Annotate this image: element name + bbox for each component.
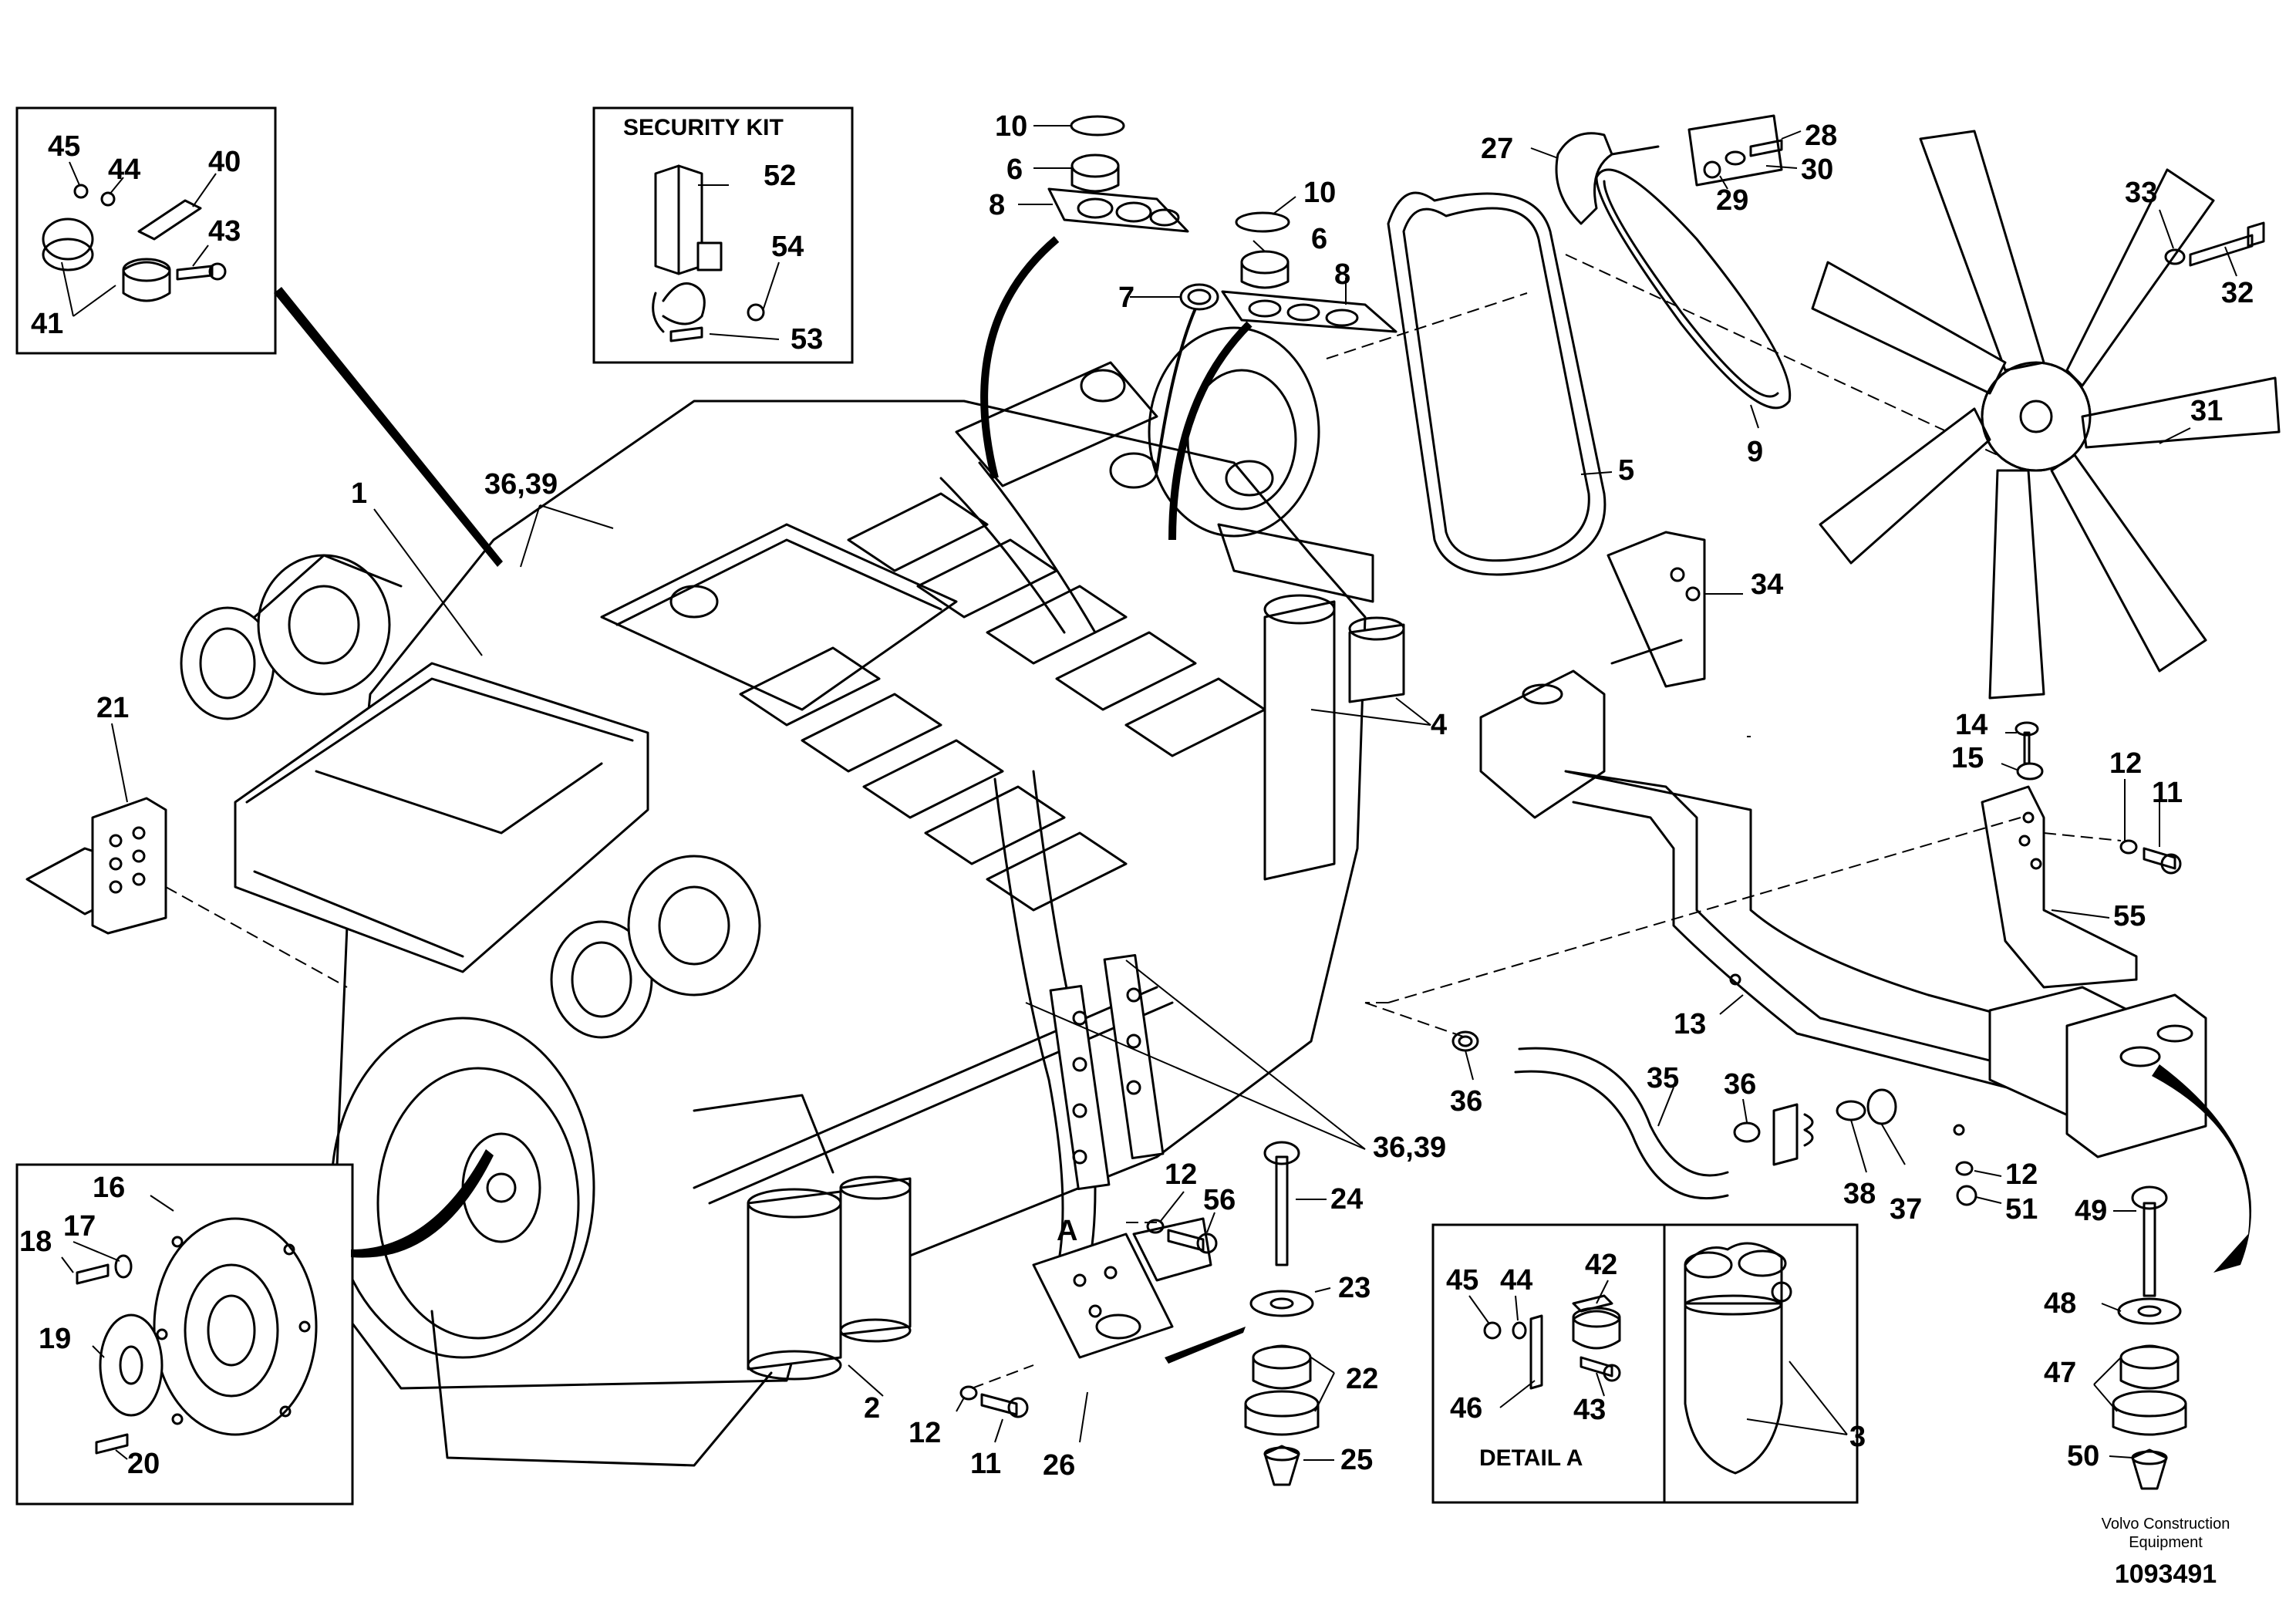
callout-38: 38 — [1843, 1178, 1876, 1210]
callout-35: 35 — [1647, 1062, 1679, 1094]
callout-36-39-top: 36,39 — [484, 468, 558, 501]
callout-7: 7 — [1118, 282, 1135, 314]
callout-12-frame: 12 — [2109, 747, 2142, 780]
frame-to-mount-pointer — [2152, 1064, 2252, 1273]
detail-a-title: DETAIL A — [1479, 1445, 1583, 1471]
damper-detail-box: 16 17 18 19 20 — [15, 1163, 354, 1506]
callout-19: 19 — [39, 1323, 71, 1355]
callout-10-top: 10 — [995, 110, 1027, 143]
callout-30: 30 — [1801, 153, 1833, 186]
callout-48: 48 — [2044, 1287, 2076, 1320]
front-mount-group: 24 23 22 25 12 56 12 11 26 — [909, 1141, 1378, 1486]
callout-2: 2 — [864, 1392, 880, 1425]
callout-36-right: 36 — [1724, 1068, 1756, 1101]
callout-53: 53 — [791, 323, 823, 356]
footer: Volvo Construction Equipment 1093491 — [2102, 1516, 2230, 1589]
callout-27: 27 — [1481, 133, 1513, 165]
callout-5: 5 — [1618, 454, 1634, 487]
security-kit-title: SECURITY KIT — [623, 115, 784, 140]
rear-mount-group: 49 48 47 50 — [2044, 1185, 2187, 1490]
callout-4: 4 — [1431, 709, 1447, 741]
callout-8-right: 8 — [1334, 258, 1350, 291]
engine-assembly — [180, 326, 1405, 1467]
callout-54: 54 — [771, 231, 804, 263]
callout-40: 40 — [208, 146, 241, 178]
detail-a-marker: A — [1057, 1215, 1077, 1247]
belt-drive-group: 27 28 30 29 5 9 — [1326, 114, 1998, 576]
callout-6-right: 6 — [1311, 223, 1327, 255]
cover-plates-group: 10 6 8 10 6 8 7 — [980, 110, 1397, 541]
callout-43-detail-a: 43 — [1573, 1394, 1606, 1426]
callout-13: 13 — [1674, 1008, 1706, 1040]
callout-31: 31 — [2190, 395, 2223, 427]
cooling-fan-group: 33 32 31 — [1811, 130, 2281, 700]
callout-12-bottom: 12 — [909, 1417, 941, 1449]
hose-group: 36 35 36 38 37 — [1364, 1002, 1922, 1226]
damper-detail-pointer — [351, 1149, 494, 1258]
callout-18: 18 — [19, 1226, 52, 1258]
engine-frame-group: 34 14 15 12 11 55 13 — [1365, 531, 2207, 1158]
callout-42: 42 — [1585, 1249, 1617, 1281]
callout-23: 23 — [1338, 1272, 1371, 1304]
callout-8-top: 8 — [989, 189, 1005, 221]
callout-25: 25 — [1340, 1444, 1373, 1476]
callout-12-frame-bottom: 12 — [2005, 1158, 2038, 1191]
callout-10-right: 10 — [1303, 177, 1336, 209]
callout-6-top: 6 — [1006, 153, 1023, 186]
callout-22: 22 — [1346, 1363, 1378, 1395]
callout-43-clamp: 43 — [208, 215, 241, 248]
callout-14: 14 — [1955, 709, 1988, 741]
callout-47: 47 — [2044, 1357, 2076, 1389]
callout-46: 46 — [1450, 1392, 1482, 1425]
callout-55: 55 — [2113, 900, 2146, 932]
callout-44-clamp: 44 — [108, 153, 140, 186]
callout-17: 17 — [63, 1210, 96, 1243]
callout-49: 49 — [2075, 1195, 2107, 1227]
company-name-line1: Volvo Construction — [2102, 1516, 2230, 1533]
callout-44-detail-a: 44 — [1500, 1264, 1532, 1297]
callout-11-frame: 11 — [2152, 777, 2183, 809]
callout-15: 15 — [1951, 742, 1984, 774]
callout-41: 41 — [31, 308, 63, 340]
callout-32: 32 — [2221, 277, 2254, 309]
callout-34: 34 — [1751, 568, 1783, 601]
callout-9: 9 — [1747, 436, 1763, 468]
company-name-line2: Equipment — [2129, 1534, 2203, 1551]
security-kit-box: SECURITY KIT 52 54 53 — [592, 106, 854, 364]
clamp-detail-box: 45 44 40 43 41 — [15, 106, 277, 355]
callout-45-clamp: 45 — [48, 130, 80, 163]
callout-1: 1 — [351, 477, 367, 510]
detail-a-box: 45 44 42 46 43 DETAIL A 3 — [1431, 1223, 1866, 1504]
callout-29: 29 — [1716, 184, 1748, 217]
callout-28: 28 — [1805, 120, 1837, 152]
callout-36-39-bottom: 36,39 — [1373, 1131, 1446, 1164]
callout-12-mount: 12 — [1165, 1158, 1197, 1191]
callout-37: 37 — [1890, 1193, 1922, 1226]
frame-fastener-group: 12 51 — [1955, 1158, 2038, 1226]
callout-16: 16 — [93, 1172, 125, 1204]
callout-50: 50 — [2067, 1440, 2099, 1472]
callout-3: 3 — [1849, 1421, 1866, 1453]
callout-52: 52 — [764, 160, 796, 192]
callout-33: 33 — [2125, 177, 2157, 209]
callout-45-detail-a: 45 — [1446, 1264, 1478, 1297]
engine-callouts: 1 36,39 4 36,39 2 — [351, 468, 1447, 1425]
callout-56: 56 — [1203, 1184, 1236, 1216]
clamp-detail-pointer — [274, 287, 503, 567]
callout-51: 51 — [2005, 1193, 2038, 1226]
left-mount-group: 21 — [25, 692, 348, 988]
callout-20: 20 — [127, 1448, 160, 1480]
document-number: 1093491 — [2115, 1560, 2217, 1589]
callout-26: 26 — [1043, 1449, 1075, 1482]
callout-11-bottom: 11 — [970, 1448, 1001, 1480]
callout-21: 21 — [96, 692, 129, 724]
callout-24: 24 — [1330, 1183, 1363, 1216]
callout-36-left: 36 — [1450, 1085, 1482, 1118]
